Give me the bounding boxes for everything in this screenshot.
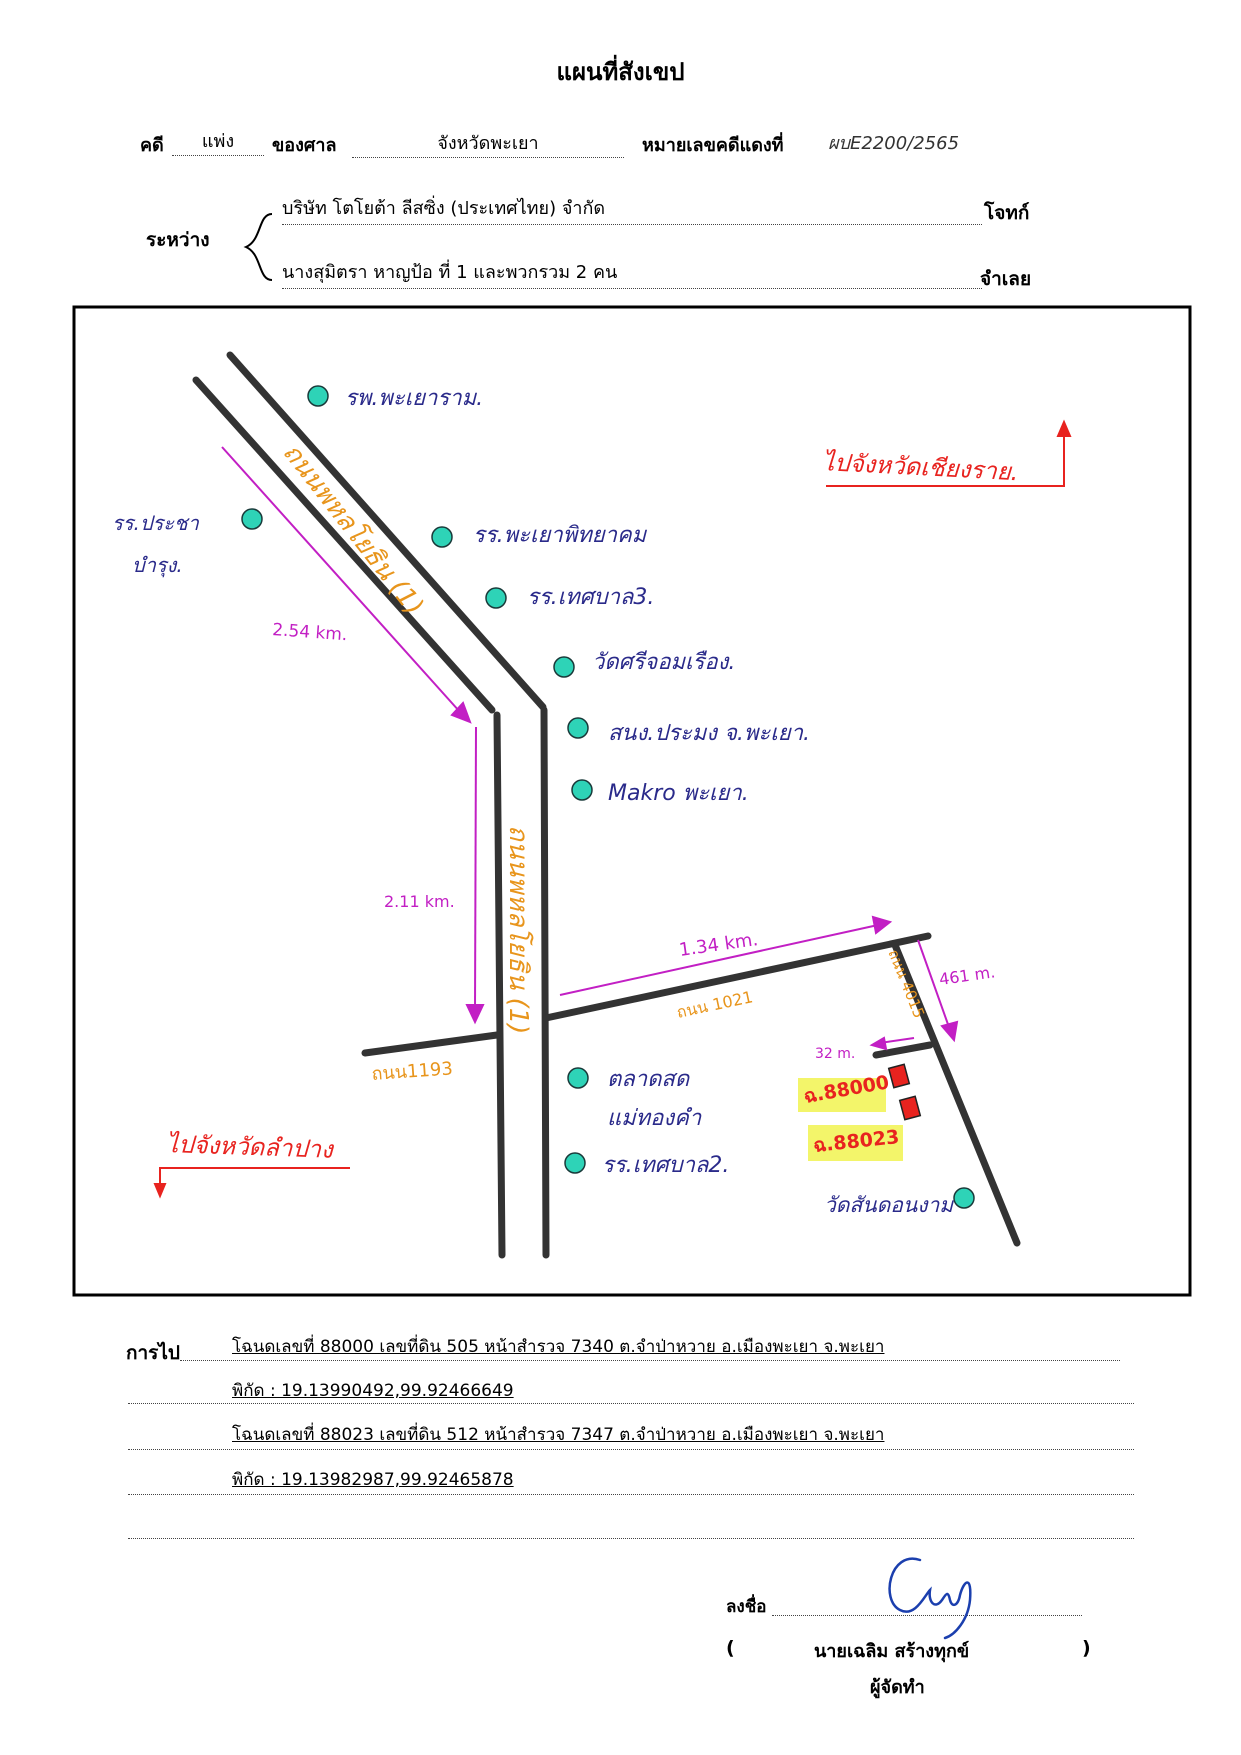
- signer-name: นายเฉลิม สร้างทุกข์: [814, 1641, 970, 1662]
- school-muni3-marker-icon: [485, 587, 507, 609]
- plot-88023-highlight: [808, 1125, 903, 1161]
- school-phayao-marker-icon: [431, 526, 453, 548]
- distance-arrows: [221, 446, 959, 1051]
- school-muni2-marker-icon: [564, 1152, 586, 1174]
- makro-label: Makro พะเยา.: [608, 781, 749, 806]
- road-1193-label: ถนน1193: [371, 1058, 454, 1085]
- school-pracha-label-1: รร.ประชา: [112, 511, 200, 535]
- case-court-label: ของศาล: [272, 135, 337, 156]
- plot-88023-marker-icon: [898, 1095, 922, 1121]
- distance-2-11: 2.11 km.: [384, 892, 455, 911]
- footer-line-2: พิกัด : 19.13990492,99.92466649: [232, 1381, 514, 1401]
- stadium-marker-icon: [567, 717, 589, 739]
- footer-line-4: พิกัด : 19.13982987,99.92465878: [232, 1470, 514, 1490]
- open-paren: (: [726, 1637, 735, 1659]
- map-frame: [72, 305, 1192, 1297]
- case-line: คดี แพ่ง ของศาล จังหวัดพะเยา หมายเลขคดีแ…: [140, 130, 1020, 160]
- temple-san-marker-icon: [953, 1187, 975, 1209]
- sign-label: ลงชื่อ: [726, 1597, 767, 1617]
- footer-line-4-rule: [128, 1494, 1134, 1495]
- direction-chiangrai: ไปจังหวัดเชียงราย.: [822, 448, 1020, 486]
- go-label: การไป: [126, 1342, 180, 1364]
- footer-line-3-rule: [128, 1449, 1134, 1450]
- plaintiff-label: โจทก์: [984, 202, 1030, 224]
- distance-1-34: 1.34 km.: [678, 929, 760, 961]
- plot-88000-marker-icon: [887, 1063, 911, 1089]
- sketch-map: ถนนพหลโยธิน (1) ถนนพหลโยธิน (1) ถนน1193 …: [72, 305, 1192, 1297]
- footer-line-1: โฉนดเลขที่ 88000 เลขที่ดิน 505 หน้าสำรวจ…: [232, 1337, 885, 1357]
- distance-461: 461 m.: [938, 962, 996, 989]
- highway-lower-left-edge: [493, 711, 506, 1259]
- road-4015-spur: [872, 1041, 934, 1059]
- road-4015: [891, 941, 1021, 1247]
- temple-si-marker-icon: [553, 656, 575, 678]
- landmark-labels: รพ.พะเยาราม. รร.ประชา บำรุง. รร.พะเยาพิท…: [112, 386, 954, 1217]
- highway-lower-label: ถนนพหลโยธิน (1): [503, 825, 534, 1034]
- plot-88000-highlight: [798, 1078, 886, 1112]
- school-pracha-marker-icon: [241, 508, 263, 530]
- market-label-1: ตลาดสด: [607, 1067, 691, 1092]
- distance-32: 32 m.: [815, 1046, 855, 1062]
- signature-mark: [888, 1557, 972, 1640]
- temple-san-label: วัดสันดอนงาม: [824, 1193, 954, 1217]
- hospital-marker-icon: [307, 385, 329, 407]
- plot-markers: ฉ.88000 ฉ.88023: [798, 1063, 922, 1161]
- temple-si-label: วัดศรีจอมเรือง.: [592, 650, 735, 675]
- road-1193: [361, 1031, 501, 1057]
- close-paren: ): [1082, 1637, 1091, 1659]
- hospital-label: รพ.พะเยาราม.: [345, 386, 483, 411]
- defendant-label: จำเลย: [980, 268, 1032, 290]
- between-label: ระหว่าง: [146, 229, 210, 251]
- signer-role: ผู้จัดทำ: [870, 1677, 925, 1698]
- footer-line-3: โฉนดเลขที่ 88023 เลขที่ดิน 512 หน้าสำรวจ…: [232, 1425, 885, 1445]
- page-title: แผนที่สังเขป: [556, 58, 685, 86]
- case-number-value: ผบE2200/2565: [828, 133, 960, 154]
- highway-upper-right-edge: [226, 351, 547, 711]
- road-1021-label: ถนน 1021: [675, 987, 755, 1022]
- landmark-dots: [241, 385, 975, 1209]
- case-type-value: แพ่ง: [172, 126, 264, 156]
- footer-line-1-rule: [180, 1360, 1120, 1361]
- highway-upper-left-edge: [192, 376, 496, 714]
- footer-line-2-rule: [128, 1403, 1134, 1404]
- case-number-label: หมายเลขคดีแดงที่: [642, 135, 784, 156]
- brace-icon: [243, 213, 273, 281]
- market-marker-icon: [567, 1067, 589, 1089]
- sign-line: [772, 1615, 1082, 1616]
- highway-lower-right-edge: [540, 706, 550, 1259]
- direction-lampang: ไปจังหวัดลำปาง: [166, 1130, 336, 1164]
- distance-2-54: 2.54 km.: [272, 620, 348, 645]
- market-label-2: แม่ทองคำ: [607, 1106, 702, 1131]
- school-muni2-label: รร.เทศบาล2.: [602, 1153, 729, 1178]
- road-4015-label: ถนน 4015: [884, 947, 928, 1021]
- roads: [192, 351, 1021, 1259]
- direction-arrows: [153, 419, 1072, 1199]
- school-phayao-label: รร.พะเยาพิทยาคม: [473, 523, 648, 548]
- case-court-value: จังหวัดพะเยา: [352, 128, 624, 158]
- footer-line-5-rule: [128, 1538, 1134, 1539]
- plaintiff-name: บริษัท โตโยต้า ลีสซิ่ง (ประเทศไทย) จำกัด: [282, 193, 982, 225]
- road-1021: [542, 932, 932, 1022]
- stadium-label: สนง.ประมง จ.พะเยา.: [608, 721, 810, 746]
- case-type-label: คดี: [140, 135, 164, 156]
- school-muni3-label: รร.เทศบาล3.: [527, 585, 654, 610]
- defendant-name: นางสุมิตรา หาญป้อ ที่ 1 และพวกรวม 2 คน: [282, 257, 982, 289]
- makro-marker-icon: [571, 779, 593, 801]
- school-pracha-label-2: บำรุง.: [132, 553, 183, 578]
